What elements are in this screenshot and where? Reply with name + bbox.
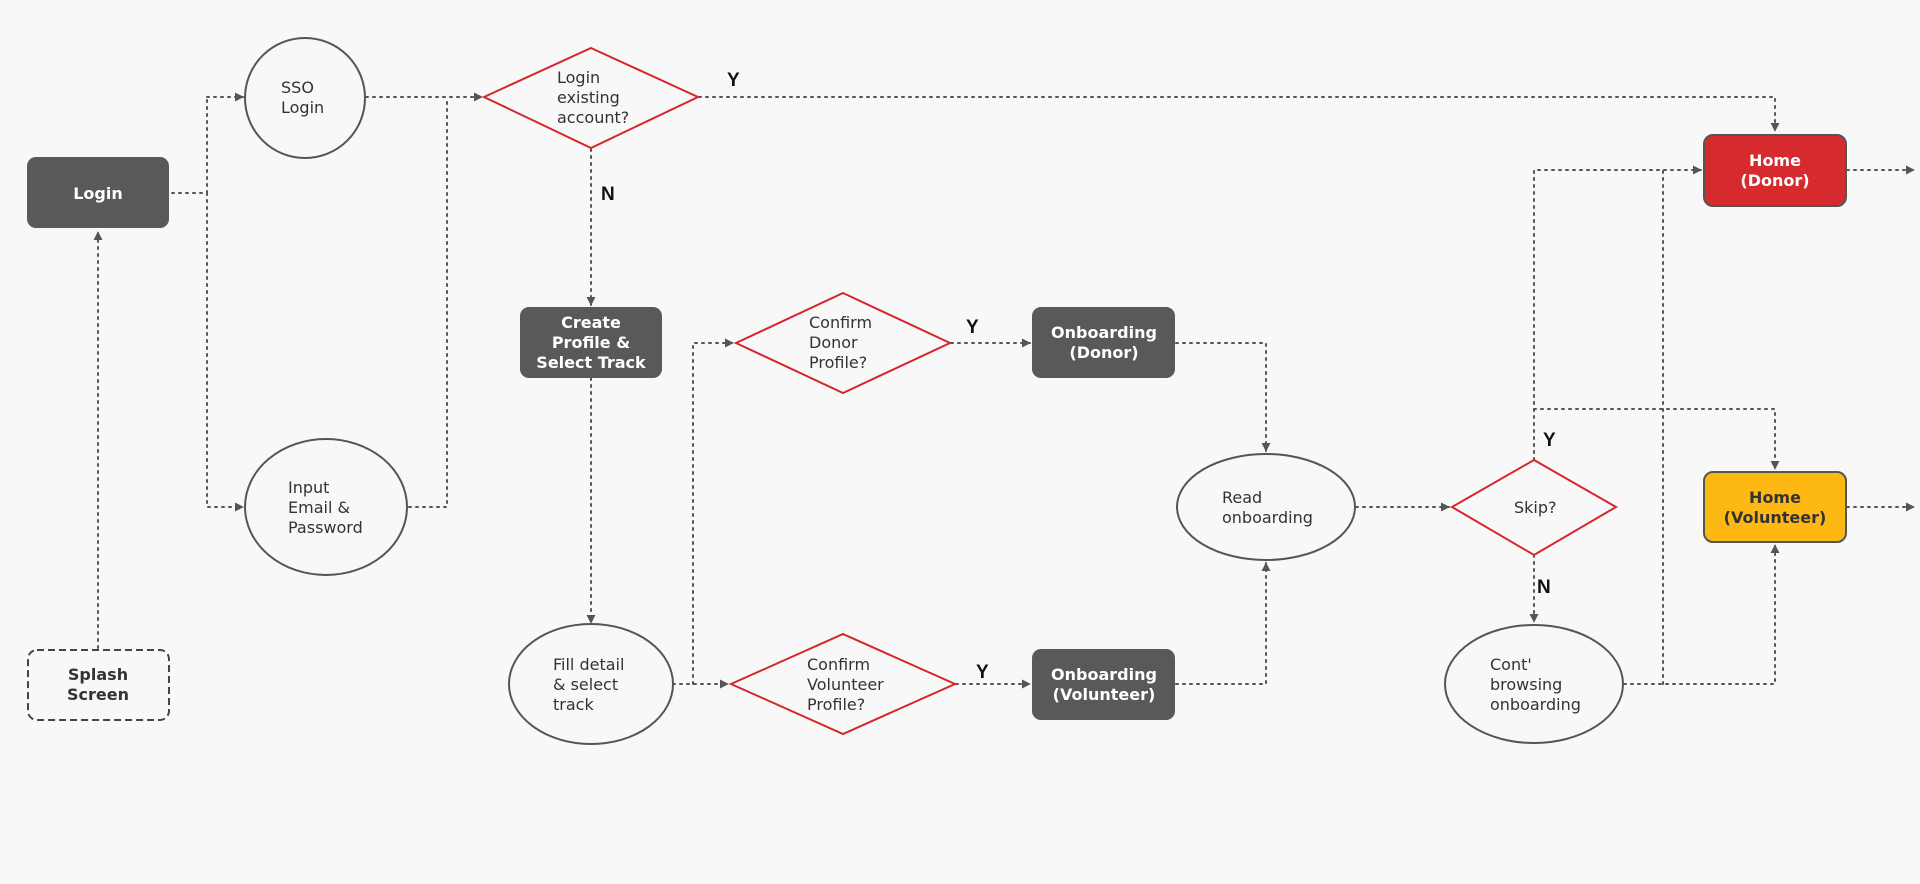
login-existing-yes-label: Y <box>727 70 740 91</box>
read-onboarding-label-line2: onboarding <box>1222 508 1313 527</box>
confirm-donor-decision[interactable]: Confirm Donor Profile? <box>733 291 953 395</box>
login-label: Login <box>73 184 123 203</box>
splash-label-line2: Screen <box>67 685 129 704</box>
input-email-label-line2: Email & <box>288 498 350 517</box>
onboarding-donor-label-line1: Onboarding <box>1051 323 1157 342</box>
fill-detail-label-line3: track <box>553 695 594 714</box>
fill-detail-node[interactable]: Fill detail & select track <box>508 623 674 745</box>
input-email-node[interactable]: Input Email & Password <box>244 438 408 576</box>
confirm-donor-label-line3: Profile? <box>809 353 867 372</box>
cont-browsing-node[interactable]: Cont' browsing onboarding <box>1444 624 1624 744</box>
confirm-volunteer-label-line2: Volunteer <box>807 675 884 694</box>
fill-detail-label-line2: & select <box>553 675 618 694</box>
edge-onboarding-donor-to-read <box>1175 342 1271 452</box>
edge-branch-to-input-email <box>206 192 244 512</box>
cont-browsing-label-line3: onboarding <box>1490 695 1581 714</box>
confirm-volunteer-label-line1: Confirm <box>807 655 870 674</box>
confirm-volunteer-decision[interactable]: Confirm Volunteer Profile? <box>728 632 958 736</box>
edge-login-to-branch <box>171 96 208 194</box>
sso-login-label-line2: Login <box>281 98 324 117</box>
edge-login-existing-yes <box>698 96 1780 132</box>
create-profile-label-line1: Create <box>561 313 621 332</box>
confirm-volunteer-label-line3: Profile? <box>807 695 865 714</box>
login-existing-label-line3: account? <box>557 108 629 127</box>
read-onboarding-label-line1: Read <box>1222 488 1262 507</box>
sso-login-label-line1: SSO <box>281 78 314 97</box>
confirm-donor-yes-label: Y <box>966 317 979 338</box>
onboarding-donor-node[interactable]: Onboarding (Donor) <box>1032 307 1175 378</box>
onboarding-volunteer-label-line2: (Volunteer) <box>1053 685 1156 704</box>
edge-onboarding-volunteer-to-read <box>1175 562 1271 685</box>
home-volunteer-label-line2: (Volunteer) <box>1724 508 1827 527</box>
onboarding-volunteer-node[interactable]: Onboarding (Volunteer) <box>1032 649 1175 720</box>
home-donor-node[interactable]: Home (Donor) <box>1703 134 1847 207</box>
home-volunteer-label-line1: Home <box>1749 488 1801 507</box>
skip-no-label: N <box>1537 577 1551 598</box>
input-email-label-line1: Input <box>288 478 329 497</box>
login-node[interactable]: Login <box>27 157 169 228</box>
sso-login-node[interactable]: SSO Login <box>244 37 366 159</box>
skip-decision[interactable]: Skip? <box>1450 458 1618 557</box>
splash-screen-node[interactable]: Splash Screen <box>27 649 170 721</box>
login-existing-label-line2: existing <box>557 88 620 107</box>
edge-cont-to-home-volunteer <box>1623 544 1780 685</box>
edge-skip-yes-to-home-donor <box>1533 165 1702 461</box>
edge-input-email-to-decision <box>408 96 448 508</box>
input-email-label-line3: Password <box>288 518 363 537</box>
confirm-donor-label-line2: Donor <box>809 333 858 352</box>
home-volunteer-node[interactable]: Home (Volunteer) <box>1703 471 1847 543</box>
home-donor-label-line2: (Donor) <box>1740 171 1809 190</box>
skip-label: Skip? <box>1514 498 1557 517</box>
cont-browsing-label-line2: browsing <box>1490 675 1562 694</box>
skip-yes-label: Y <box>1543 430 1556 451</box>
confirm-donor-label-line1: Confirm <box>809 313 872 332</box>
onboarding-donor-label-line2: (Donor) <box>1069 343 1138 362</box>
login-existing-decision[interactable]: Login existing account? <box>481 46 701 150</box>
onboarding-volunteer-label-line1: Onboarding <box>1051 665 1157 684</box>
edge-fill-to-confirm-donor <box>692 338 734 685</box>
read-onboarding-node[interactable]: Read onboarding <box>1176 453 1356 561</box>
edge-skip-yes-to-home-volunteer <box>1533 408 1780 470</box>
splash-label-line1: Splash <box>68 665 128 684</box>
confirm-volunteer-yes-label: Y <box>976 662 989 683</box>
login-existing-no-label: N <box>601 184 615 205</box>
create-profile-label-line2: Profile & <box>552 333 630 352</box>
create-profile-label-line3: Select Track <box>536 353 646 372</box>
edges <box>93 92 1915 689</box>
home-donor-label-line1: Home <box>1749 151 1801 170</box>
login-existing-label-line1: Login <box>557 68 600 87</box>
create-profile-node[interactable]: Create Profile & Select Track <box>520 307 662 378</box>
cont-browsing-label-line1: Cont' <box>1490 655 1532 674</box>
fill-detail-label-line1: Fill detail <box>553 655 624 674</box>
